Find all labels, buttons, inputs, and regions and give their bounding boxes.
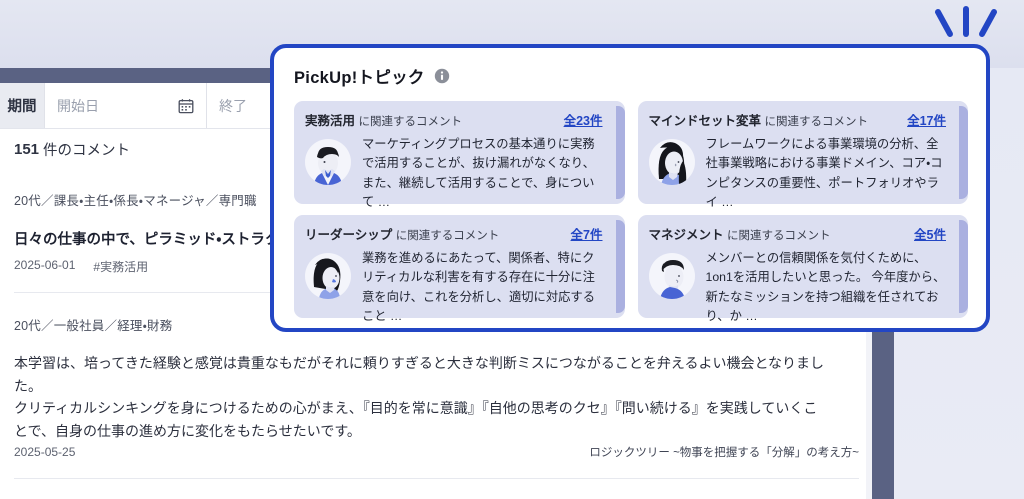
topic-card-header: 実務活用 に関連するコメント 全23件 xyxy=(305,110,603,129)
avatar-woman-bob-hair xyxy=(305,253,351,299)
topic-card-label: 実務活用 に関連するコメント xyxy=(305,110,462,129)
topic-card-header: マネジメント に関連するコメント 全5件 xyxy=(649,224,947,243)
start-date-input[interactable]: 開始日 xyxy=(44,83,207,128)
topic-card-body: 業務を進めるにあたって、関係者、特にクリティカルな利害を有する存在に十分に注意を… xyxy=(305,248,603,327)
comment-title-row[interactable]: 日々の仕事の中で、ピラミッド・ストラク xyxy=(14,228,872,249)
topic-card-body: メンバーとの信頼関係を気付くために、1on1を活用したいと思った。 今年度から、… xyxy=(648,248,947,327)
comment-footer-2: 2025-05-25 ロジックツリー ~物事を把握する「分解」の考え方~ xyxy=(14,444,859,460)
info-icon[interactable] xyxy=(434,68,450,84)
topic-card-label: マインドセット変革 に関連するコメント xyxy=(649,110,869,129)
calendar-icon[interactable] xyxy=(178,98,194,114)
topic-card[interactable]: マネジメント に関連するコメント 全5件 xyxy=(637,215,968,323)
topic-keyword: マインドセット変革 xyxy=(648,114,762,128)
avatar-man-blue-shirt xyxy=(648,253,695,299)
topic-card-body: マーケティングプロセスの基本通りに実務で活用することが、抜け漏れがなくなり、また… xyxy=(305,134,603,213)
avatar-man-dark-hair xyxy=(305,139,351,185)
comment-count-row: 151 件のコメント xyxy=(0,129,872,169)
comment-body-line: た。 xyxy=(14,377,42,394)
topic-card[interactable]: マインドセット変革 に関連するコメント 全17件 xyxy=(637,101,968,209)
topic-card-label: マネジメント に関連するコメント xyxy=(649,224,831,243)
view-all-link[interactable]: 全17件 xyxy=(907,114,946,128)
comment-body-line: 本学習は、培ってきた経験と感覚は貴重なもだがそれに頼りすぎると大きな判断ミスにつ… xyxy=(14,355,825,371)
comment-course-name: ロジックツリー ~物事を把握する「分解」の考え方~ xyxy=(589,447,859,459)
pickup-topic-panel: PickUp!トピック 実務活用 に関連するコメント 全23件 xyxy=(270,44,990,332)
view-all-link[interactable]: 全5件 xyxy=(914,228,946,242)
comment-count-suffix: 件のコメント xyxy=(43,142,131,159)
topic-suffix: に関連するコメント xyxy=(764,116,869,128)
topic-card[interactable]: リーダーシップ に関連するコメント 全7件 xyxy=(294,215,625,323)
topic-card-header: マインドセット変革 に関連するコメント 全17件 xyxy=(649,110,947,129)
comment-body-line: クリティカルシンキングを身につけるための心がまえ、『目的を常に意識』『自他の思考… xyxy=(14,400,818,417)
list-item[interactable]: 20代／一般社員／経理・財務 xyxy=(14,315,872,334)
page-title: PickUp!トピック xyxy=(294,69,425,87)
topic-suffix: に関連するコメント xyxy=(395,230,500,242)
comment-title: 日々の仕事の中で、ピラミッド・ストラク xyxy=(14,232,280,248)
comment-date: 2025-06-01 xyxy=(14,258,76,272)
comment-meta: 20代／一般社員／経理・財務 xyxy=(14,319,173,333)
topic-comment-text: マーケティングプロセスの基本通りに実務で活用することが、抜け漏れがなくなり、また… xyxy=(362,137,595,210)
panel-header: PickUp!トピック xyxy=(294,64,968,88)
topic-suffix: に関連するコメント xyxy=(358,116,463,128)
avatar-woman-long-hair xyxy=(648,139,695,185)
comment-body-line: とで、自身の仕事の進め方に変化をもたらせたいです。 xyxy=(14,423,361,440)
topic-comment-text: メンバーとの信頼関係を気付くために、1on1を活用したいと思った。 今年度から、… xyxy=(705,251,946,324)
topic-card-label: リーダーシップ に関連するコメント xyxy=(305,224,499,243)
topic-keyword: リーダーシップ xyxy=(305,228,393,242)
topic-card-header: リーダーシップ に関連するコメント 全7件 xyxy=(305,224,603,243)
comment-tag[interactable]: #実務活用 xyxy=(93,260,149,274)
topic-suffix: に関連するコメント xyxy=(727,230,831,242)
comment-meta: 20代／課長・主任・係長・マネージャ／専門職 xyxy=(14,194,257,208)
sparkle-lines-icon xyxy=(928,6,1004,40)
topic-card-grid: 実務活用 に関連するコメント 全23件 xyxy=(294,101,968,323)
comment-footer-1: 2025-06-01 #実務活用 xyxy=(14,258,872,275)
topic-keyword: 実務活用 xyxy=(305,114,356,128)
start-date-placeholder: 開始日 xyxy=(57,97,99,114)
topic-keyword: マネジメント xyxy=(648,228,724,242)
comment-body: 本学習は、培ってきた経験と感覚は貴重なもだがそれに頼りすぎると大きな判断ミスにつ… xyxy=(14,352,872,443)
list-item[interactable]: 20代／課長・主任・係長・マネージャ／専門職 xyxy=(14,190,872,209)
comment-count-number: 151 xyxy=(14,140,40,158)
topic-comment-text: フレームワークによる事業環境の分析、全社事業戦略における事業ドメイン、コア・コン… xyxy=(705,137,943,210)
list-divider xyxy=(14,478,859,479)
view-all-link[interactable]: 全23件 xyxy=(563,114,603,128)
period-filter-label: 期間 xyxy=(0,83,44,128)
topic-card[interactable]: 実務活用 に関連するコメント 全23件 xyxy=(294,101,625,209)
comment-date: 2025-05-25 xyxy=(14,445,76,459)
view-all-link[interactable]: 全7件 xyxy=(570,228,603,242)
topic-card-body: フレームワークによる事業環境の分析、全社事業戦略における事業ドメイン、コア・コン… xyxy=(648,134,947,213)
topic-comment-text: 業務を進めるにあたって、関係者、特にクリティカルな利害を有する存在に十分に注意を… xyxy=(362,251,596,324)
end-date-placeholder: 終了 xyxy=(219,97,247,114)
